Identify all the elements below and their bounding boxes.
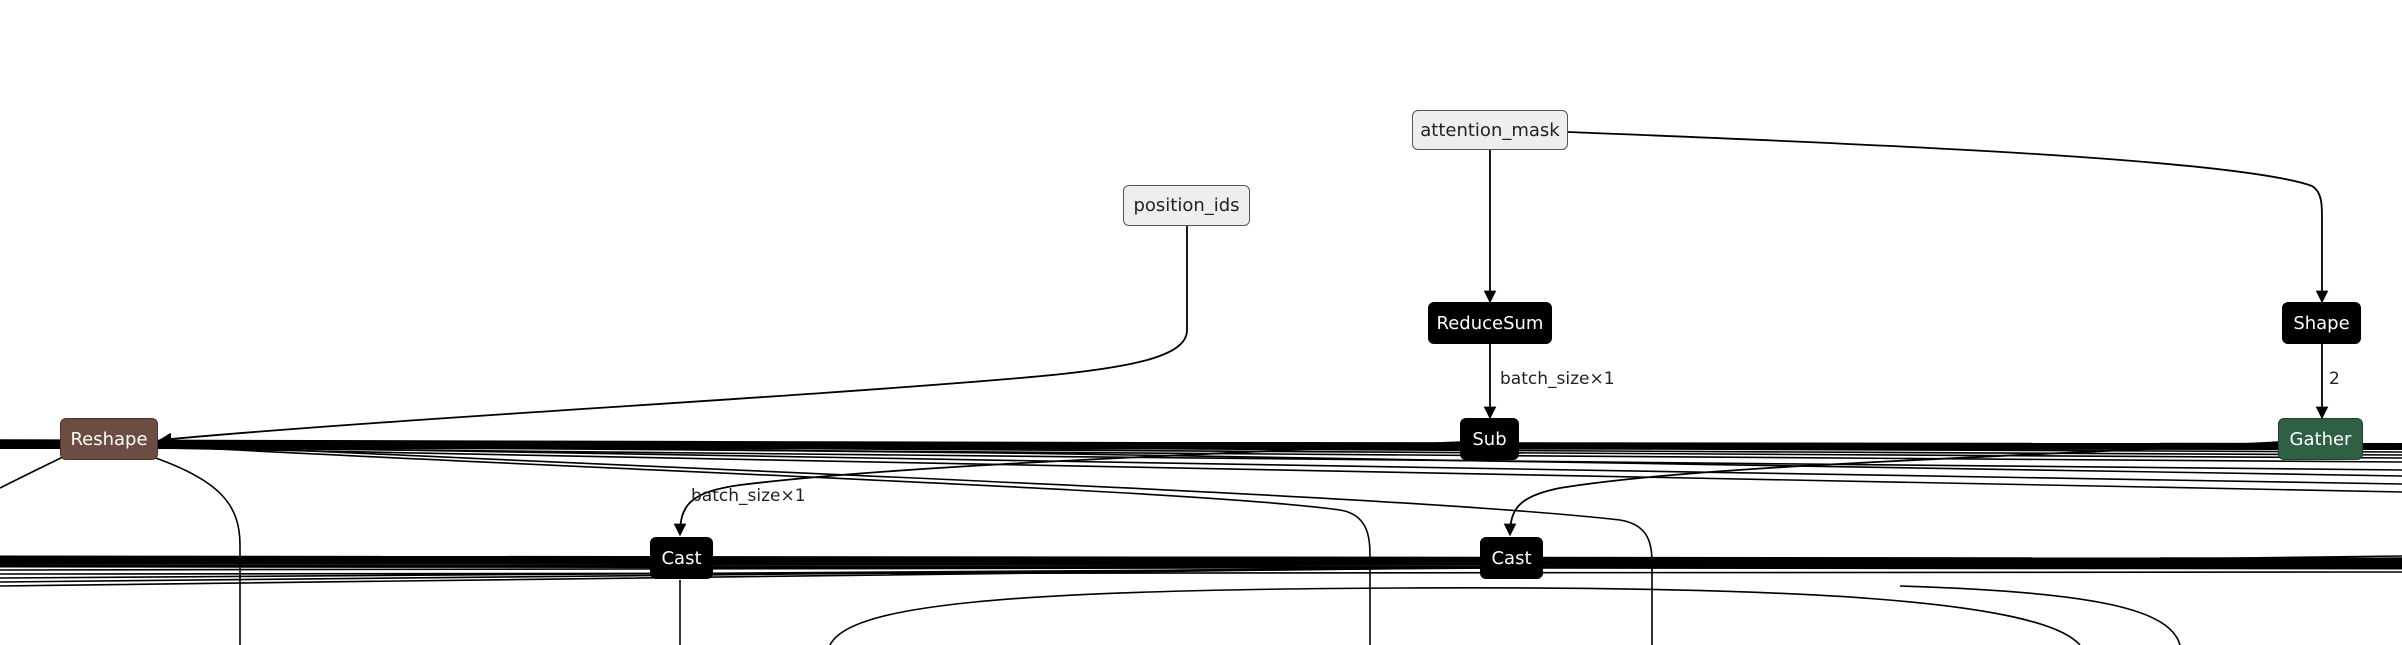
node-position-ids[interactable]: position_ids: [1123, 185, 1250, 226]
node-sub[interactable]: Sub: [1460, 418, 1519, 460]
node-cast-right[interactable]: Cast: [1480, 537, 1543, 579]
edge-bundle-row-2: [0, 555, 2402, 587]
edge-label-sub-cast: batch_size×1: [691, 486, 806, 506]
node-reducesum[interactable]: ReduceSum: [1428, 302, 1552, 344]
node-shape[interactable]: Shape: [2282, 302, 2361, 344]
node-gather[interactable]: Gather: [2278, 418, 2363, 460]
edge-bundle-row-1: [0, 439, 2402, 493]
node-cast-left[interactable]: Cast: [650, 537, 713, 579]
edge-position-ids-to-reshape: [158, 226, 1188, 446]
node-attention-mask[interactable]: attention_mask: [1412, 110, 1568, 150]
node-reshape[interactable]: Reshape: [60, 418, 158, 460]
edge-attention-mask-to-shape: [1567, 131, 2329, 304]
edge-label-reducesum-sub: batch_size×1: [1500, 369, 1615, 389]
edge-descenders: [0, 443, 2181, 645]
edge-label-shape-gather: 2: [2329, 369, 2340, 389]
